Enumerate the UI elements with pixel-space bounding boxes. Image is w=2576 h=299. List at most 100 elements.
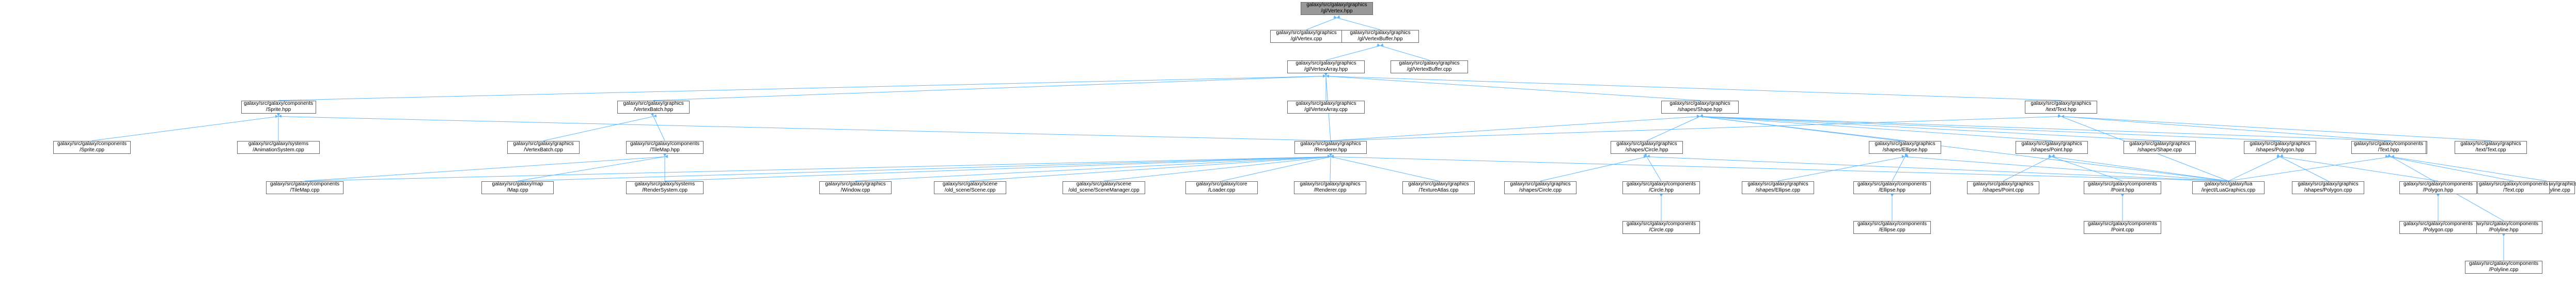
edge-circle-hpp-to-comp-circle-hpp [1644, 153, 1662, 181]
graph-node-scenemanager-cpp[interactable]: galaxy/src/galaxy/scene/old_scene/SceneM… [1063, 181, 1145, 194]
graph-node-shape-hpp[interactable]: galaxy/src/galaxy/graphics/shapes/Shape.… [1661, 100, 1739, 114]
node-label-line: galaxy/src/galaxy/components [1627, 181, 1696, 187]
node-label-line: /Text.hpp [2378, 147, 2399, 153]
edge-renderer-hpp-to-scenemanager-cpp [1103, 154, 1334, 181]
node-label-line: /gl/VertexArray.hpp [1304, 67, 1348, 72]
graph-node-comp-ellipse-cpp[interactable]: galaxy/src/galaxy/components/Ellipse.cpp [1853, 221, 1931, 234]
edge-circle-hpp-to-luagraphics-cpp [1643, 155, 2229, 181]
node-label-line: galaxy/src/galaxy/graphics [1399, 60, 1460, 66]
node-label-line: /Ellipse.hpp [1879, 187, 1906, 193]
graph-node-vertexbuffer-cpp[interactable]: galaxy/src/galaxy/graphics/gl/VertexBuff… [1391, 60, 1468, 73]
graph-node-scene-cpp[interactable]: galaxy/src/galaxy/scene/old_scene/Scene.… [934, 181, 1006, 194]
graph-node-vertexbatch-cpp[interactable]: galaxy/src/galaxy/graphics/VertexBatch.c… [507, 140, 580, 154]
graph-node-circle-cpp-gfx[interactable]: galaxy/src/galaxy/graphics/shapes/Circle… [1504, 181, 1576, 194]
edge-renderer-hpp-to-map-cpp [517, 155, 1334, 181]
graph-node-polygon-cpp-gfx[interactable]: galaxy/src/galaxy/graphics/shapes/Polygo… [2292, 181, 2364, 194]
graph-node-shape-cpp[interactable]: galaxy/src/galaxy/graphics/shapes/Shape.… [2124, 140, 2196, 154]
graph-node-circle-hpp[interactable]: galaxy/src/galaxy/graphics/shapes/Circle… [1611, 140, 1683, 154]
node-label-line: /VertexBatch.hpp [633, 107, 674, 113]
graph-node-tilemap-hpp[interactable]: galaxy/src/galaxy/components/TileMap.hpp [626, 140, 704, 154]
edge-ellipse-hpp-to-comp-ellipse-hpp [1892, 153, 1908, 181]
graph-node-renderer-cpp[interactable]: galaxy/src/galaxy/graphics/Renderer.cpp [1294, 181, 1366, 194]
graph-node-comp-polygon-cpp[interactable]: galaxy/src/galaxy/components/Polygon.cpp [2399, 221, 2477, 234]
graph-node-window-cpp[interactable]: galaxy/src/galaxy/graphics/Window.cpp [819, 181, 892, 194]
graph-node-comp-text-cpp[interactable]: galaxy/src/galaxy/components/Text.cpp [2477, 181, 2550, 194]
node-label-line: /gl/Vertex.hpp [1321, 8, 1353, 14]
edge-renderer-hpp-to-textureatlas-cpp [1327, 154, 1439, 181]
node-label-line: galaxy/src/galaxy/components [57, 141, 127, 147]
graph-node-comp-point-cpp[interactable]: galaxy/src/galaxy/components/Point.cpp [2084, 221, 2161, 234]
graph-node-ellipse-hpp[interactable]: galaxy/src/galaxy/graphics/shapes/Ellips… [1869, 140, 1941, 154]
node-label-line: galaxy/src/galaxy/graphics [1300, 181, 1361, 187]
edge-shape-hpp-to-circle-hpp [1646, 114, 1704, 141]
graph-node-comp-polyline-hpp[interactable]: galaxy/src/galaxy/components/Polyline.hp… [2465, 221, 2542, 234]
node-label-line: /Renderer.cpp [1314, 187, 1347, 193]
graph-node-renderer-hpp[interactable]: galaxy/src/galaxy/graphics/Renderer.hpp [1294, 140, 1367, 154]
graph-node-comp-polyline-cpp[interactable]: galaxy/src/galaxy/components/Polyline.cp… [2465, 260, 2542, 274]
node-label-line: /shapes/Polygon.hpp [2256, 147, 2304, 153]
graph-node-point-cpp-gfx[interactable]: galaxy/src/galaxy/graphics/shapes/Point.… [1967, 181, 2039, 194]
graph-node-vertex-cpp[interactable]: galaxy/src/galaxy/graphics/gl/Vertex.cpp [1270, 29, 1342, 43]
node-label-line: galaxy/src/galaxy/graphics [1669, 101, 1730, 106]
node-label-line: galaxy/src/galaxy/components [270, 181, 339, 187]
edge-polyline-hpp-to-polyline-cpp-gfx [2387, 154, 2547, 181]
node-label-line: galaxy/src/galaxy/components [2088, 181, 2157, 187]
node-label-line: /TileMap.cpp [290, 187, 320, 193]
node-label-line: /Sprite.cpp [80, 147, 104, 153]
node-label-line: galaxy/src/galaxy/graphics [1510, 181, 1571, 187]
node-label-line: /shapes/Ellipse.cpp [1755, 187, 1801, 193]
graph-node-vertexbuffer-hpp[interactable]: galaxy/src/galaxy/graphics/gl/VertexBuff… [1341, 29, 1419, 43]
graph-node-comp-ellipse-hpp[interactable]: galaxy/src/galaxy/components/Ellipse.hpp [1853, 181, 1931, 194]
graph-node-text-cpp-gfx[interactable]: galaxy/src/galaxy/graphics/text/Text.cpp [2455, 140, 2527, 154]
node-label-line: /gl/VertexBuffer.cpp [1407, 67, 1452, 72]
edge-polygon-hpp-to-comp-polygon-hpp [2276, 154, 2439, 181]
edge-text-hpp-to-renderer-hpp [1330, 115, 2065, 141]
node-label-line: galaxy/src/galaxy/components [2088, 221, 2157, 227]
graph-node-rendersystem-cpp[interactable]: galaxy/src/galaxy/systems/RenderSystem.c… [626, 181, 704, 194]
graph-node-vertexbatch-hpp[interactable]: galaxy/src/galaxy/graphics/VertexBatch.h… [617, 100, 690, 114]
edge-shape-hpp-to-polyline-hpp [1696, 115, 2392, 141]
graph-node-loader-cpp[interactable]: galaxy/src/galaxy/core/Loader.cpp [1185, 181, 1258, 194]
graph-node-map-cpp[interactable]: galaxy/src/galaxy/map/Map.cpp [481, 181, 554, 194]
graph-node-comp-polygon-hpp[interactable]: galaxy/src/galaxy/components/Polygon.hpp [2399, 181, 2477, 194]
graph-node-text-hpp[interactable]: galaxy/src/galaxy/graphics/text/Text.hpp [2025, 100, 2097, 114]
graph-node-comp-point-hpp[interactable]: galaxy/src/galaxy/components/Point.hpp [2084, 181, 2161, 194]
graph-node-vertexarray-hpp[interactable]: galaxy/src/galaxy/graphics/gl/VertexArra… [1287, 60, 1365, 73]
edge-vertexarray-hpp-to-text-hpp [1322, 74, 2062, 101]
node-label-line: galaxy/src/galaxy/graphics [1408, 181, 1469, 187]
edge-circle-hpp-to-circle-cpp-gfx [1540, 154, 1650, 181]
graph-node-comp-circle-cpp[interactable]: galaxy/src/galaxy/components/Circle.cpp [1622, 221, 1700, 234]
edge-renderer-hpp-to-rendersystem-cpp [664, 155, 1334, 181]
graph-node-tilemap-cpp[interactable]: galaxy/src/galaxy/components/TileMap.cpp [266, 181, 344, 194]
node-label-line: galaxy/src/galaxy/graphics [2129, 141, 2190, 147]
graph-node-polygon-hpp[interactable]: galaxy/src/galaxy/graphics/shapes/Polygo… [2244, 140, 2316, 154]
graph-node-point-hpp[interactable]: galaxy/src/galaxy/graphics/shapes/Point.… [2016, 140, 2088, 154]
graph-node-luagraphics-cpp[interactable]: galaxy/src/galaxy/lua/inject/LuaGraphics… [2192, 181, 2265, 194]
node-label-line: /shapes/Circle.hpp [1625, 147, 1668, 153]
edge-shape-hpp-to-renderer-hpp [1330, 115, 1704, 141]
graph-node-ellipse-cpp-gfx[interactable]: galaxy/src/galaxy/graphics/shapes/Ellips… [1742, 181, 1814, 194]
node-label-line: galaxy/src/galaxy/components [2469, 261, 2538, 266]
edge-vertexarray-hpp-to-sprite-hpp [278, 74, 1330, 101]
node-label-line: galaxy/src/galaxy/lua [2204, 181, 2253, 187]
edge-shape-hpp-to-luagraphics-cpp [1696, 114, 2229, 181]
edge-renderer-hpp-to-loader-cpp [1221, 154, 1334, 181]
graph-node-vertexarray-cpp[interactable]: galaxy/src/galaxy/graphics/gl/VertexArra… [1287, 100, 1365, 114]
graph-node-sprite-cpp[interactable]: galaxy/src/galaxy/components/Sprite.cpp [53, 140, 131, 154]
edge-renderer-hpp-to-tilemap-cpp [304, 155, 1334, 181]
graph-node-animationsystem-cpp[interactable]: galaxy/src/galaxy/systems/AnimationSyste… [237, 140, 320, 154]
graph-node-sprite-hpp[interactable]: galaxy/src/galaxy/components/Sprite.hpp [241, 100, 316, 114]
graph-node-textureatlas-cpp[interactable]: galaxy/src/galaxy/graphics/TextureAtlas.… [1402, 181, 1475, 194]
node-label-line: galaxy/src/galaxy/graphics [513, 141, 574, 147]
node-label-line: /Ellipse.cpp [1879, 227, 1906, 233]
node-label-line: galaxy/src/galaxy/core [1196, 181, 1247, 187]
graph-node-comp-circle-hpp[interactable]: galaxy/src/galaxy/components/Circle.hpp [1622, 181, 1700, 194]
edge-point-hpp-to-comp-point-hpp [2048, 154, 2123, 181]
graph-node-comp-text-hpp[interactable]: galaxy/src/galaxy/components/Text.hpp [2351, 140, 2426, 154]
edge-vertexbatch-hpp-to-tilemap-hpp [650, 113, 665, 141]
edge-ellipse-hpp-to-ellipse-cpp-gfx [1777, 154, 1909, 181]
node-label-line: /shapes/Point.cpp [1982, 187, 2024, 193]
node-label-line: galaxy/src/galaxy/graphics [1973, 181, 2034, 187]
node-label-line: galaxy/src/galaxy/graphics [825, 181, 886, 187]
